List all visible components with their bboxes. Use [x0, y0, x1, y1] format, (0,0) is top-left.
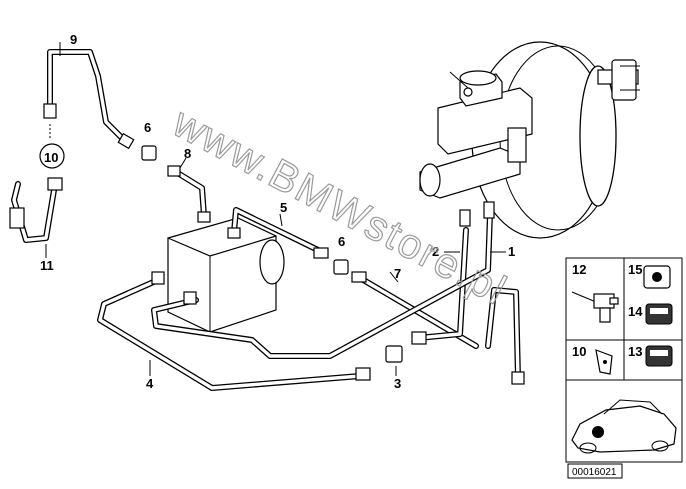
callout-2: 2 [432, 244, 439, 259]
inset-label-13: 13 [628, 344, 642, 359]
callout-11: 11 [40, 258, 54, 273]
callout-7: 7 [394, 266, 401, 281]
inset-label-12: 12 [572, 262, 586, 277]
callout-4: 4 [146, 376, 154, 391]
diagram-code: 00016021 [572, 467, 617, 478]
brake-pipes [11, 49, 521, 391]
vehicle-location-box: 00016021 [565, 379, 683, 479]
inset-label-14: 14 [628, 304, 643, 319]
hydraulic-unit [167, 217, 285, 333]
callout-10: 10 [44, 150, 58, 165]
holder-plate-icon [595, 349, 613, 375]
callout-8: 8 [184, 146, 191, 161]
inset-panel: 12 15 14 10 13 [565, 257, 683, 381]
callout-6-middle: 6 [338, 234, 345, 249]
callout-5: 5 [280, 200, 287, 215]
sensor-bracket-icon [571, 291, 619, 323]
master-cylinder [419, 70, 533, 199]
callout-9: 9 [70, 32, 77, 47]
callout-labels: 9 6 8 10 11 5 6 7 2 1 3 4 [40, 32, 515, 391]
leader-lines [45, 42, 506, 376]
clamp-icon [645, 345, 673, 367]
inset-label-15: 15 [628, 262, 642, 277]
clip-icon [643, 265, 671, 289]
loose-nuts [141, 145, 403, 363]
car-silhouette-icon [571, 399, 677, 454]
part-10-seal [39, 143, 65, 169]
callout-1: 1 [508, 244, 515, 259]
inset-label-10: 10 [572, 344, 586, 359]
grommet-icon [645, 303, 673, 325]
callout-3: 3 [394, 376, 401, 391]
callout-6-top: 6 [144, 120, 151, 135]
pipe-fittings [9, 103, 525, 385]
